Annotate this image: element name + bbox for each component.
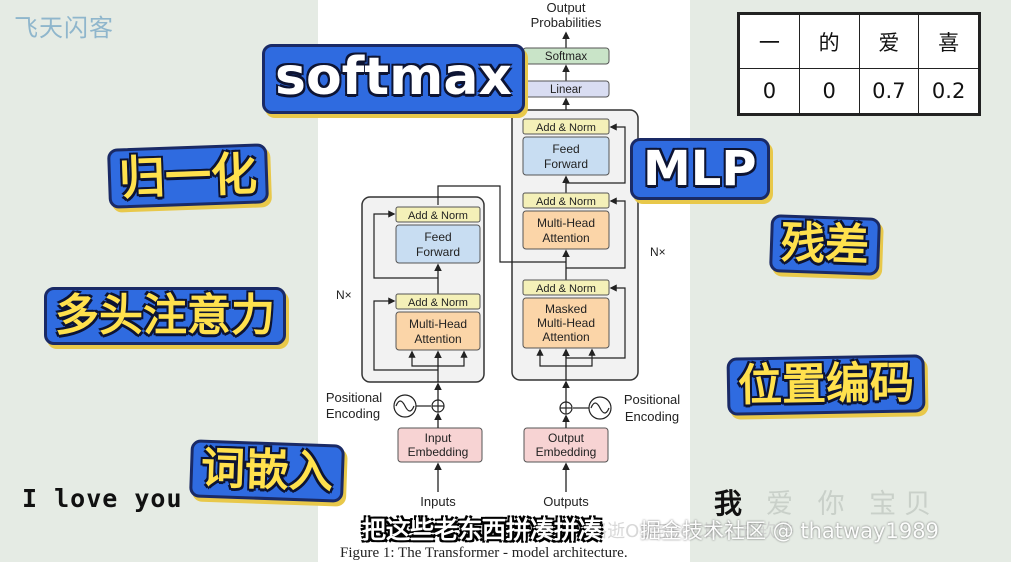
encoder-add-norm-2 (395, 206, 481, 223)
output-probabilities-label-2: Probabilities (531, 15, 602, 30)
svg-text:Attention: Attention (542, 231, 589, 245)
video-subtitle: 把这些老东西拼凑拼凑 (362, 516, 602, 544)
svg-text:Multi-Head: Multi-Head (409, 317, 467, 331)
svg-text:Output: Output (548, 431, 585, 445)
tag-residual: 残差 (769, 214, 881, 276)
table-value-cell: 0.7 (858, 68, 920, 114)
decoder-add-norm-2 (522, 192, 610, 209)
decoder-n-times: N× (650, 245, 666, 259)
svg-text:Feed: Feed (552, 142, 579, 156)
table-header-cell: 的 (798, 13, 860, 70)
encoder-positional-label: Positional (326, 390, 382, 405)
tag-multihead-attention: 多头注意力 (44, 287, 286, 345)
encoder-add-norm-1 (395, 293, 481, 310)
svg-text:Add & Norm: Add & Norm (536, 196, 596, 208)
outputs-label: Outputs (543, 494, 589, 509)
svg-text:Input: Input (425, 431, 452, 445)
watermark-community: 掘金技术社区 @ thatway1989 (640, 519, 939, 543)
table-value-cell: 0 (798, 68, 860, 114)
svg-text:Masked: Masked (545, 302, 587, 316)
decoder-cross-attention (522, 210, 610, 250)
input-embedding-block (397, 427, 483, 463)
svg-text:Embedding: Embedding (408, 445, 469, 459)
encoder-n-times: N× (336, 288, 352, 302)
decoder-encoding-label: Encoding (625, 409, 679, 424)
table-header-cell: 喜 (918, 13, 979, 70)
figure-caption: Figure 1: The Transformer - model archit… (340, 545, 628, 561)
table-value-cell: 0 (739, 68, 800, 114)
decoder-positional-label: Positional (624, 392, 680, 407)
svg-text:Forward: Forward (544, 157, 588, 171)
svg-text:Add & Norm: Add & Norm (536, 122, 596, 134)
table-header-row: 一 的 爱 喜 (739, 13, 979, 70)
svg-text:Add & Norm: Add & Norm (408, 210, 468, 222)
svg-text:Add & Norm: Add & Norm (408, 297, 468, 309)
encoder-encoding-label: Encoding (326, 406, 380, 421)
watermark-faint: 公众号 · 那路逝OS与SoC嵌入式软件 (500, 521, 794, 542)
tag-positional-encoding: 位置编码 (726, 354, 926, 416)
inputs-label: Inputs (420, 494, 456, 509)
decoder-add-norm-3 (522, 118, 610, 135)
encoder-multi-head-attention (395, 311, 481, 351)
tag-normalize: 归一化 (107, 143, 269, 209)
chinese-output-char: 我 (714, 487, 743, 520)
decoder-masked-attention (522, 297, 610, 349)
channel-watermark-logo: 飞天闪客 (14, 14, 114, 42)
svg-text:Attention: Attention (542, 330, 589, 344)
output-probabilities-label: Output (546, 0, 585, 15)
svg-text:Embedding: Embedding (536, 445, 597, 459)
svg-text:Multi-Head: Multi-Head (537, 316, 595, 330)
transformer-diagram: Output Probabilities Softmax Linear Add … (326, 0, 680, 509)
svg-text:Softmax: Softmax (545, 51, 587, 63)
svg-text:Attention: Attention (414, 332, 461, 346)
svg-text:Add & Norm: Add & Norm (536, 283, 596, 295)
english-sentence: I love you (22, 484, 183, 513)
tag-mlp: MLP (630, 138, 770, 200)
chinese-output-ghost: 爱 你 宝贝 (766, 489, 940, 520)
svg-text:Forward: Forward (416, 245, 460, 259)
encoder-feed-forward (395, 224, 481, 264)
svg-text:Feed: Feed (424, 230, 451, 244)
tag-softmax: softmax (262, 44, 525, 114)
table-header-cell: 爱 (858, 13, 920, 70)
svg-text:Linear: Linear (550, 84, 582, 96)
table-header-cell: 一 (739, 13, 800, 70)
svg-text:Multi-Head: Multi-Head (537, 216, 595, 230)
probability-table: 一 的 爱 喜 0 0 0.7 0.2 (737, 12, 981, 116)
table-value-cell: 0.2 (918, 68, 979, 114)
tag-word-embedding: 词嵌入 (189, 439, 345, 503)
table-value-row: 0 0 0.7 0.2 (739, 68, 979, 114)
decoder-feed-forward (522, 136, 610, 176)
